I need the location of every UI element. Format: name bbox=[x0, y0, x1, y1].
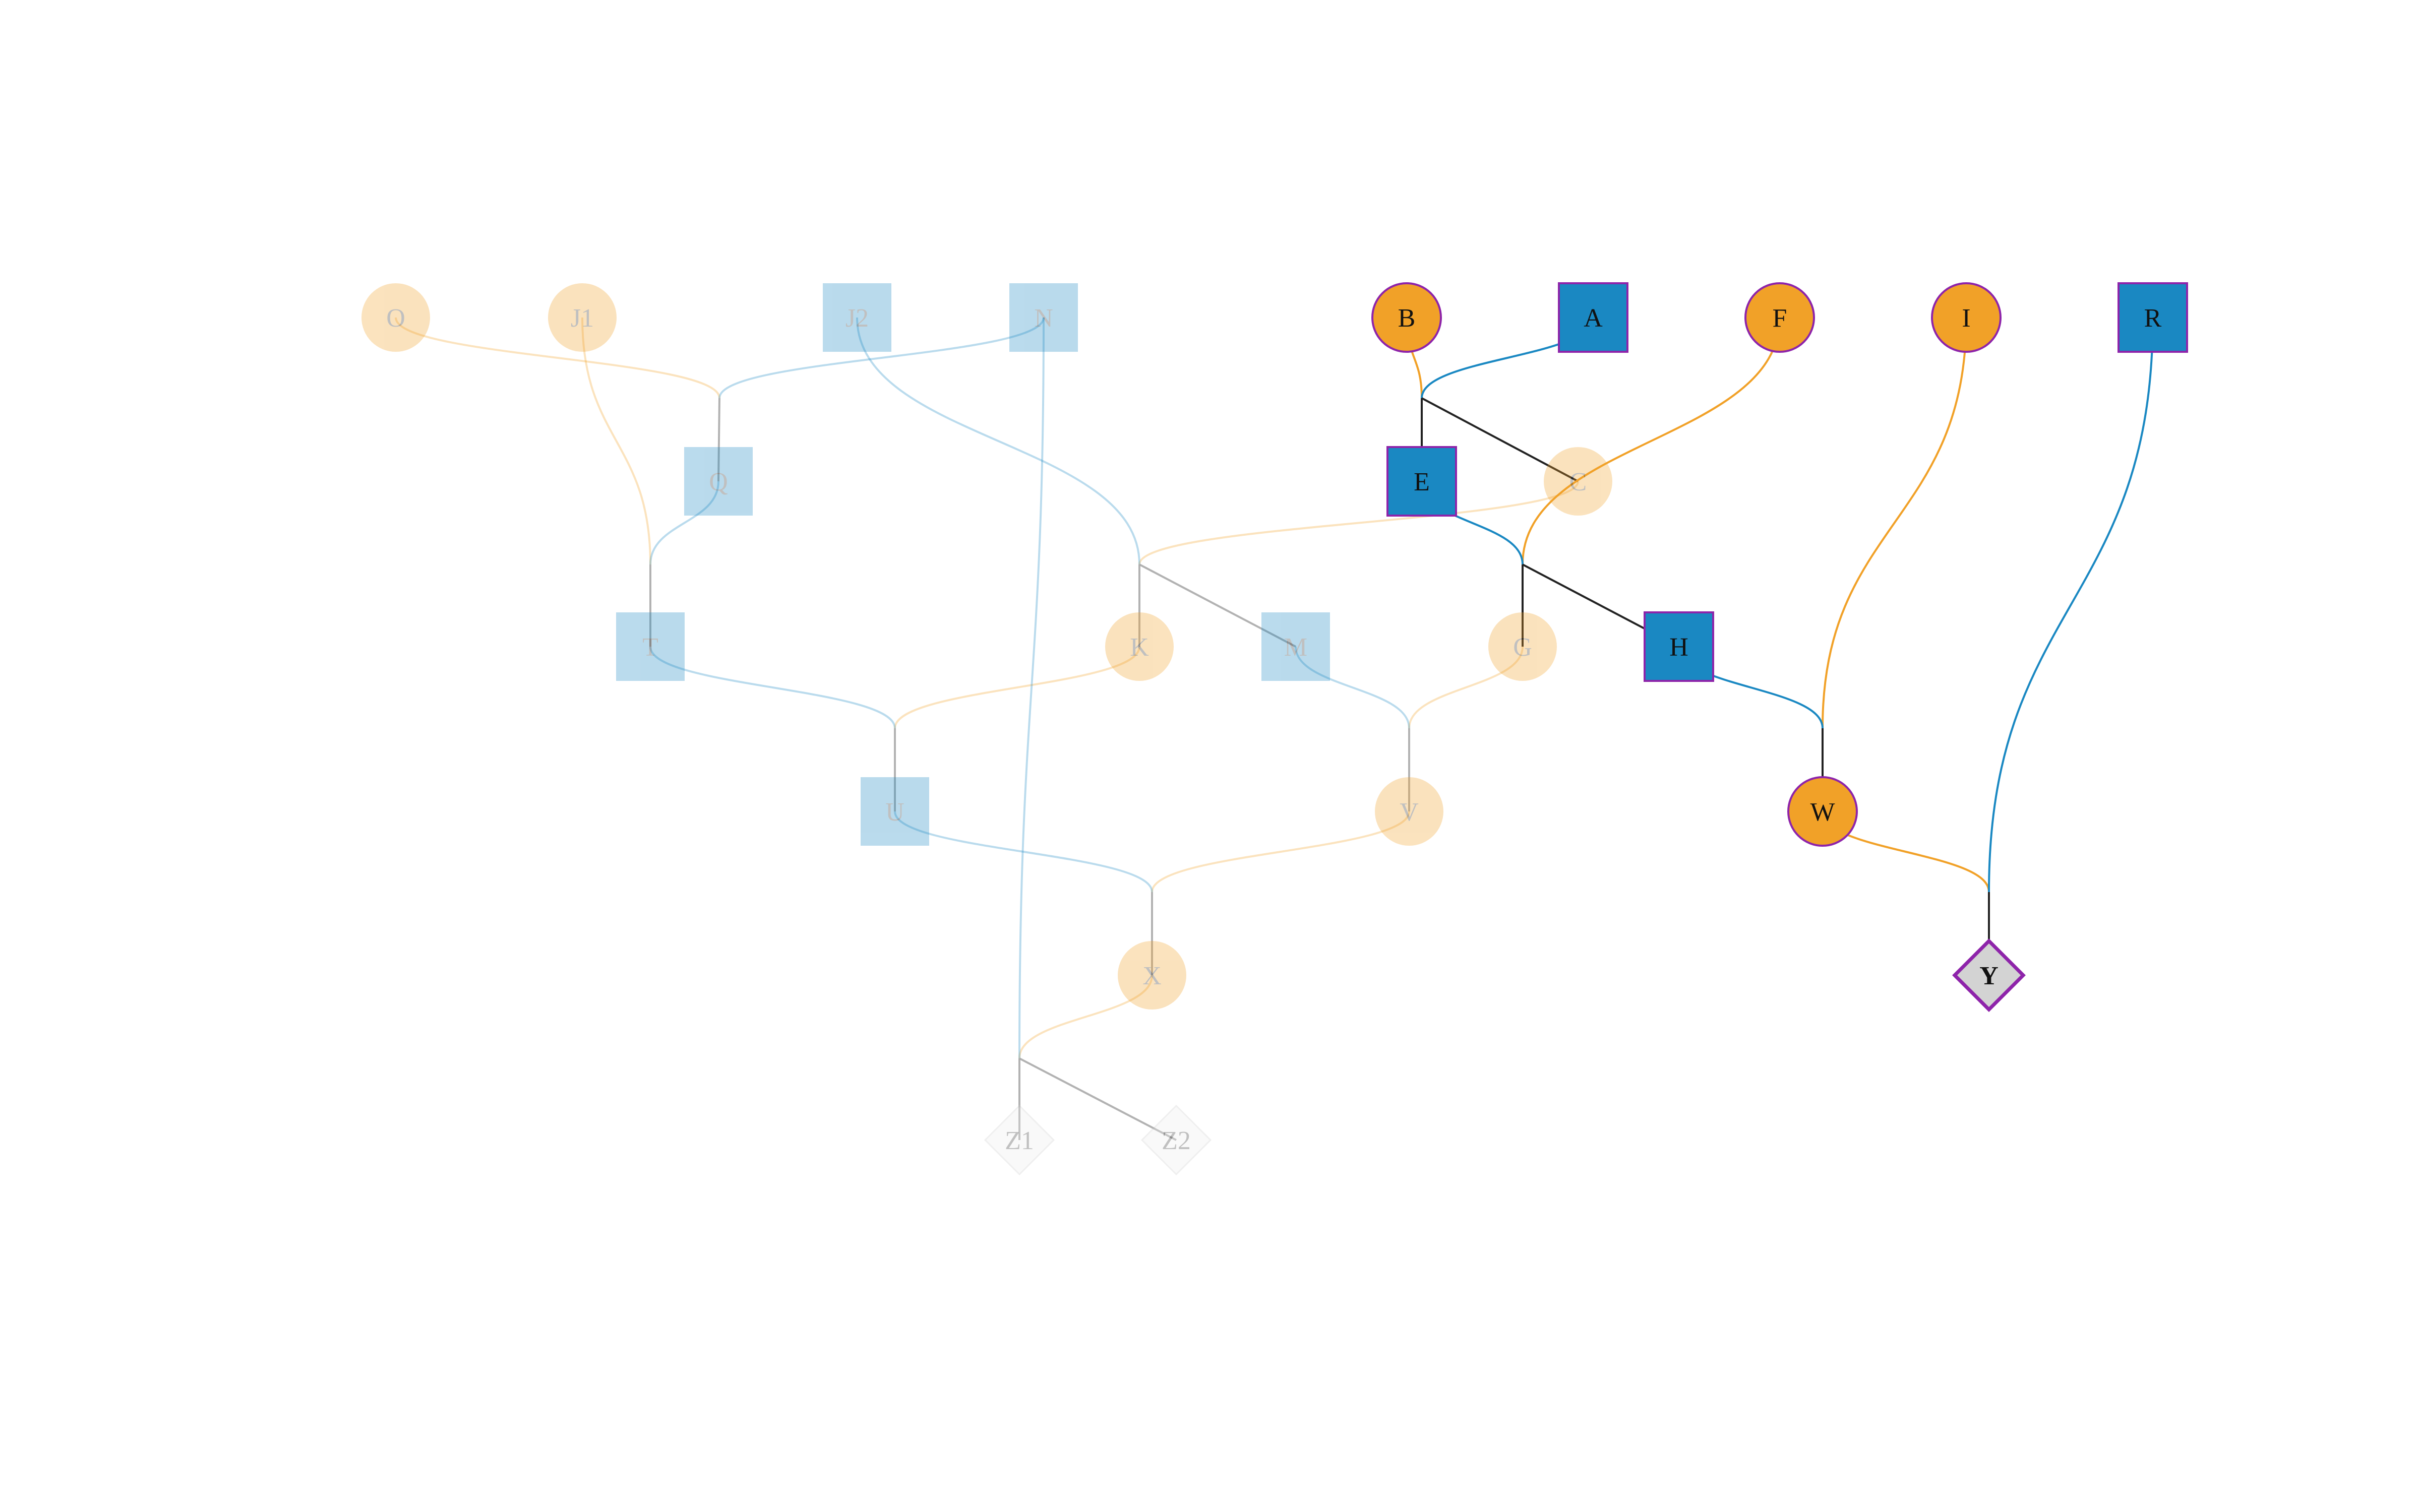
mother-link bbox=[1408, 646, 1524, 729]
square-shape bbox=[2118, 282, 2188, 353]
mother-link bbox=[1018, 975, 1153, 1059]
node-v[interactable]: V bbox=[1375, 777, 1443, 846]
square-shape bbox=[616, 612, 685, 681]
square-shape bbox=[823, 283, 891, 352]
node-label: J1 bbox=[571, 304, 594, 333]
node-label: R bbox=[2144, 304, 2162, 333]
diamond-shape bbox=[1140, 1104, 1212, 1176]
circle-shape bbox=[1931, 282, 2002, 353]
square-shape bbox=[1009, 283, 1078, 352]
node-o[interactable]: O bbox=[361, 283, 430, 352]
node-w[interactable]: W bbox=[1787, 776, 1858, 847]
child-link bbox=[717, 398, 720, 482]
node-label: O bbox=[386, 304, 405, 333]
node-z1[interactable]: Z1 bbox=[984, 1104, 1055, 1176]
diamond-shape bbox=[984, 1104, 1055, 1176]
node-j2[interactable]: J2 bbox=[823, 283, 891, 352]
square-shape bbox=[1558, 282, 1628, 353]
father-link bbox=[894, 811, 1153, 893]
node-u[interactable]: U bbox=[861, 777, 929, 846]
node-label: U bbox=[885, 798, 904, 827]
mother-link bbox=[395, 317, 720, 399]
node-g[interactable]: G bbox=[1488, 612, 1557, 681]
node-label: X bbox=[1142, 962, 1162, 990]
node-i[interactable]: I bbox=[1931, 282, 2002, 353]
node-label: J2 bbox=[845, 304, 869, 333]
node-label: Q bbox=[709, 468, 728, 496]
child-link bbox=[1019, 1057, 1177, 1141]
circle-shape bbox=[1544, 447, 1612, 516]
node-label: N bbox=[1034, 304, 1053, 333]
circle-shape bbox=[1371, 282, 1442, 353]
node-label: Z2 bbox=[1162, 1126, 1191, 1155]
node-n[interactable]: N bbox=[1009, 283, 1078, 352]
node-b[interactable]: B bbox=[1371, 282, 1442, 353]
nodes-layer: O J1 J2 N B A F I R Q E C T K M G H U V W X Y Z1 Z2 bbox=[361, 282, 2188, 1176]
node-c[interactable]: C bbox=[1544, 447, 1612, 516]
node-label: T bbox=[642, 633, 658, 662]
node-y[interactable]: Y bbox=[1952, 938, 2026, 1012]
node-f[interactable]: F bbox=[1744, 282, 1815, 353]
circle-shape bbox=[1488, 612, 1557, 681]
circle-shape bbox=[1105, 612, 1174, 681]
mother-link bbox=[581, 317, 651, 565]
node-e[interactable]: E bbox=[1386, 446, 1457, 517]
diamond-shape bbox=[1952, 938, 2026, 1012]
node-t[interactable]: T bbox=[616, 612, 685, 681]
father-link bbox=[649, 481, 719, 565]
father-link bbox=[649, 646, 896, 729]
node-label: H bbox=[1669, 633, 1688, 662]
node-j1[interactable]: J1 bbox=[548, 283, 617, 352]
circle-shape bbox=[1375, 777, 1443, 846]
square-shape bbox=[861, 777, 929, 846]
node-label: M bbox=[1284, 633, 1307, 662]
circle-shape bbox=[361, 283, 430, 352]
circle-shape bbox=[1744, 282, 1815, 353]
square-shape bbox=[1386, 446, 1457, 517]
node-label: C bbox=[1569, 468, 1587, 496]
mother-link bbox=[1822, 317, 1967, 729]
node-k[interactable]: K bbox=[1105, 612, 1174, 681]
node-label: K bbox=[1130, 633, 1149, 662]
node-x[interactable]: X bbox=[1118, 941, 1186, 1010]
circle-shape bbox=[1787, 776, 1858, 847]
child-link bbox=[1139, 563, 1296, 648]
node-label: W bbox=[1810, 798, 1835, 827]
circle-shape bbox=[1118, 941, 1186, 1010]
node-label: G bbox=[1513, 633, 1532, 662]
node-label: Z1 bbox=[1005, 1126, 1034, 1155]
node-label: V bbox=[1400, 798, 1419, 827]
mother-link bbox=[1138, 481, 1579, 565]
links-layer bbox=[395, 317, 2154, 1141]
node-h[interactable]: H bbox=[1644, 611, 1714, 682]
square-shape bbox=[684, 447, 753, 516]
node-m[interactable]: M bbox=[1261, 612, 1330, 681]
father-link bbox=[1018, 317, 1045, 1059]
node-r[interactable]: R bbox=[2118, 282, 2188, 353]
father-link bbox=[1988, 317, 2154, 893]
node-label: B bbox=[1398, 304, 1416, 333]
node-label: Y bbox=[1979, 962, 1999, 990]
node-label: I bbox=[1962, 304, 1970, 333]
father-link bbox=[718, 317, 1045, 399]
mother-link bbox=[894, 646, 1140, 729]
mother-link bbox=[1151, 811, 1410, 893]
node-label: A bbox=[1584, 304, 1603, 333]
circle-shape bbox=[548, 283, 617, 352]
node-q[interactable]: Q bbox=[684, 447, 753, 516]
node-z2[interactable]: Z2 bbox=[1140, 1104, 1212, 1176]
node-label: E bbox=[1414, 468, 1430, 496]
square-shape bbox=[1261, 612, 1330, 681]
father-link bbox=[1295, 646, 1410, 729]
square-shape bbox=[1644, 611, 1714, 682]
node-a[interactable]: A bbox=[1558, 282, 1628, 353]
father-link bbox=[856, 317, 1140, 565]
child-link bbox=[1421, 397, 1579, 482]
mother-link bbox=[1522, 317, 1781, 565]
node-label: F bbox=[1773, 304, 1787, 333]
